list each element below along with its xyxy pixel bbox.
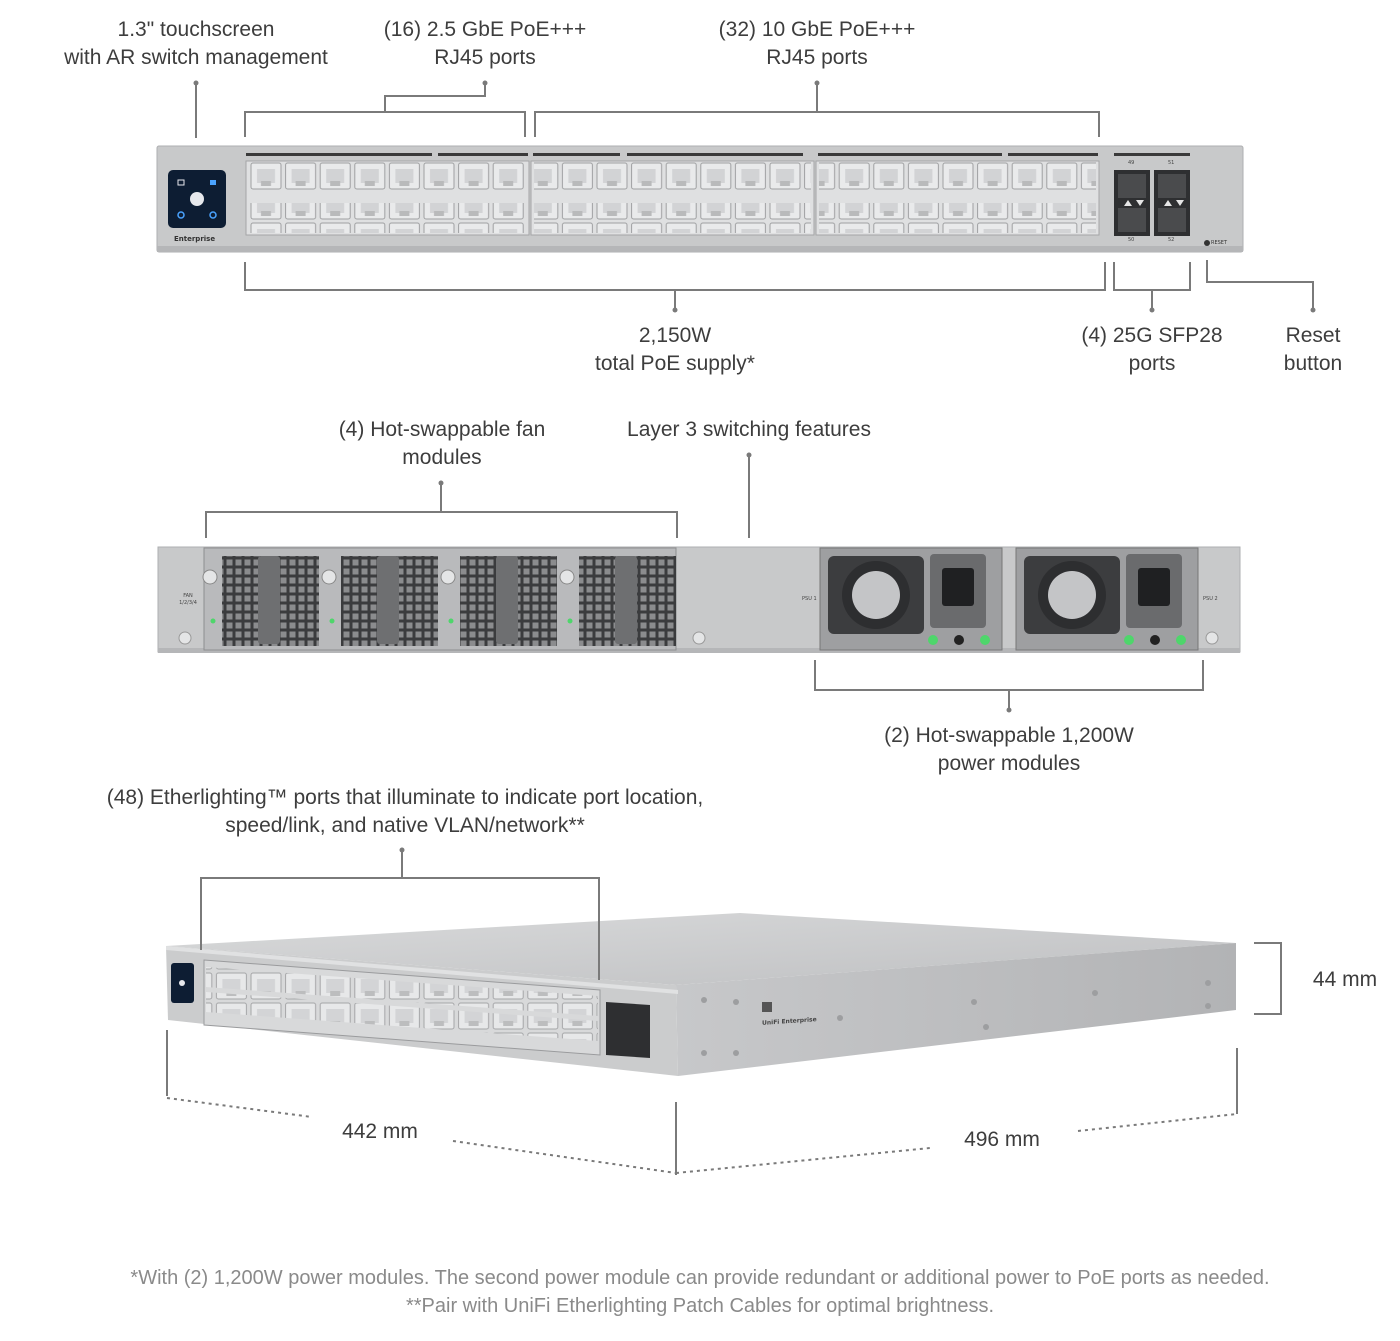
dimension-lines — [166, 1097, 1238, 1174]
psu-modules[interactable] — [819, 547, 1199, 651]
ports-10g-label: (32) 10 GbE PoE+++RJ45 ports — [718, 18, 916, 69]
footnote-power: *With (2) 1,200W power modules. The seco… — [130, 1267, 1270, 1289]
sfp28-cages — [1114, 170, 1190, 236]
height-label: 44 mm — [1312, 968, 1378, 991]
etherlighting-label: (48) Etherlighting™ ports that illuminat… — [106, 786, 704, 837]
ports-2-5g-label: (16) 2.5 GbE PoE+++RJ45 ports — [383, 18, 587, 69]
footnote-cables: **Pair with UniFi Etherlighting Patch Ca… — [405, 1295, 995, 1317]
rear-switch — [157, 546, 1241, 653]
touchscreen-panel[interactable] — [168, 170, 226, 228]
psu2-print: PSU 2 — [1203, 596, 1218, 602]
panel-brand-print: Enterprise — [174, 235, 216, 243]
iso-switch — [166, 913, 1236, 1076]
iso-callouts — [166, 850, 1282, 1175]
depth-label: 496 mm — [964, 1128, 1040, 1151]
rear-callouts — [205, 455, 1204, 710]
fan-modules[interactable] — [202, 547, 677, 651]
psu1-print: PSU 1 — [802, 596, 817, 602]
fan-print: FAN 1/2/3/4 — [179, 593, 197, 606]
front-switch — [156, 145, 1244, 253]
layer3-label: Layer 3 switching features — [627, 418, 871, 441]
reset-print: RESET — [1211, 240, 1228, 246]
sfp-number-50: 50 — [1128, 237, 1135, 243]
sfp-number-52: 52 — [1168, 237, 1175, 243]
sfp-number-49: 49 — [1128, 160, 1135, 166]
width-label: 442 mm — [342, 1120, 418, 1143]
front-callouts — [195, 83, 1314, 310]
sfp-number-51: 51 — [1168, 160, 1175, 166]
reset-button[interactable] — [1204, 240, 1210, 246]
